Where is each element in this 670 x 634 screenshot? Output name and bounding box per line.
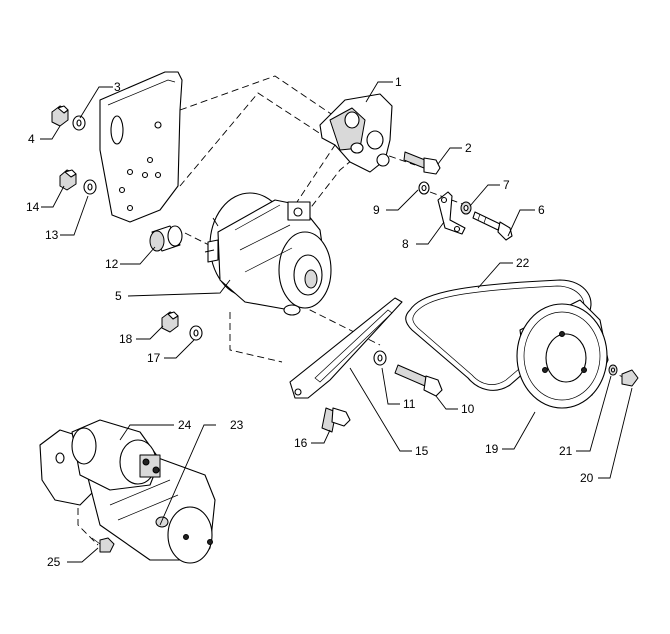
adjusting-strap	[289, 297, 403, 399]
callout-4: 4	[28, 132, 35, 146]
callout-24: 24	[178, 418, 192, 432]
callout-16: 16	[294, 436, 308, 450]
nut-18	[161, 311, 179, 333]
callout-21: 21	[559, 444, 573, 458]
upper-bracket	[319, 93, 393, 173]
nut-4	[51, 105, 69, 127]
callout-1: 1	[395, 75, 402, 89]
washer-17	[189, 325, 203, 341]
bolt-16	[321, 407, 351, 433]
washer-13	[83, 179, 97, 195]
callout-22: 22	[516, 256, 530, 270]
pulley	[516, 299, 609, 409]
callout-18: 18	[119, 332, 133, 346]
callout-7: 7	[503, 178, 510, 192]
bracket-8	[437, 191, 466, 235]
callout-23: 23	[230, 418, 244, 432]
callout-13: 13	[45, 228, 59, 242]
callout-15: 15	[415, 444, 429, 458]
callout-17: 17	[147, 351, 161, 365]
washer-7	[460, 201, 472, 215]
callout-3: 3	[114, 80, 121, 94]
washer-3	[72, 115, 86, 131]
callout-12: 12	[105, 257, 119, 271]
callout-5: 5	[115, 289, 122, 303]
bolt-6	[472, 211, 513, 241]
bolt-2	[403, 151, 441, 175]
mounting-plate	[99, 71, 183, 223]
callout-labels: 1 2 3 4 5 6 7 8 9 10 11 12 13 14 15 16 1…	[26, 75, 594, 569]
bolt-10	[394, 364, 443, 397]
washer-21	[608, 364, 618, 376]
leader-lines	[40, 81, 633, 563]
callout-20: 20	[580, 471, 594, 485]
callout-10: 10	[461, 402, 475, 416]
washer-9	[418, 181, 430, 195]
alternator	[204, 192, 332, 316]
callout-6: 6	[538, 203, 545, 217]
callout-14: 14	[26, 200, 40, 214]
nut-14	[59, 169, 77, 191]
bolt-25	[91, 537, 115, 553]
callout-19: 19	[485, 442, 499, 456]
washer-11	[373, 350, 387, 366]
callout-2: 2	[465, 141, 472, 155]
callout-11: 11	[403, 397, 416, 411]
starter-solenoid	[71, 419, 161, 491]
callout-8: 8	[402, 237, 409, 251]
callout-25: 25	[47, 555, 61, 569]
spacer-sleeve	[149, 225, 183, 252]
callout-9: 9	[373, 203, 380, 217]
bolt-20	[621, 369, 639, 387]
